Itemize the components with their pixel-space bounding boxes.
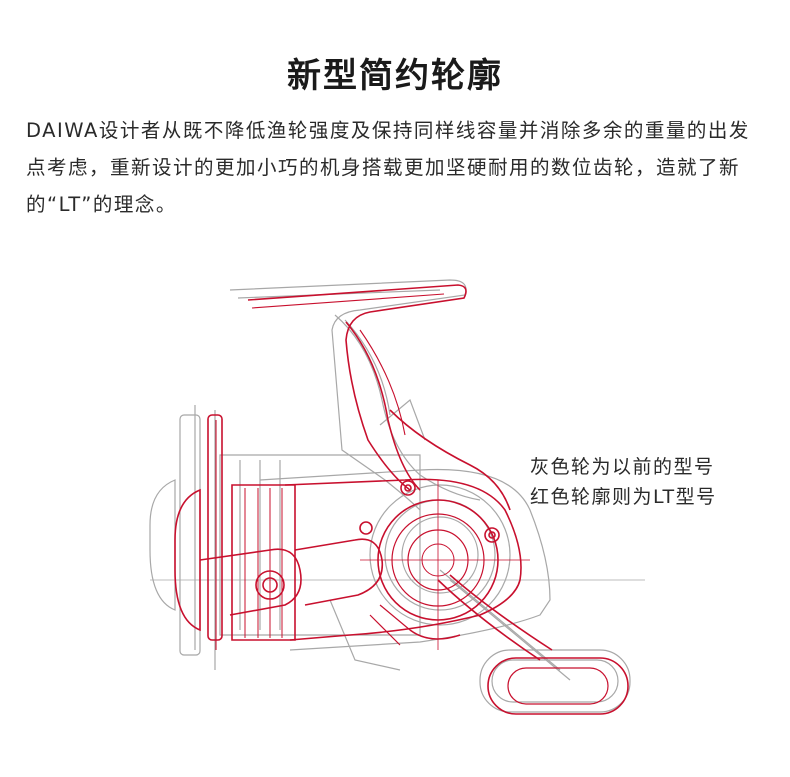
caption-line-previous: 灰色轮为以前的型号 bbox=[530, 456, 715, 478]
reel-comparison-illustration bbox=[149, 279, 645, 715]
lt-model-outline bbox=[174, 284, 629, 715]
caption-line-lt: 红色轮廓则为LT型号 bbox=[530, 486, 717, 508]
illustration-caption: 灰色轮为以前的型号 红色轮廓则为LT型号 bbox=[530, 452, 717, 512]
description-paragraph: DAIWA设计者从既不降低渔轮强度及保持同样线容量并消除多余的重量的出发点考虑，… bbox=[26, 119, 750, 216]
previous-model-outline bbox=[149, 279, 645, 713]
page-title: 新型简约轮廓 bbox=[287, 56, 503, 96]
